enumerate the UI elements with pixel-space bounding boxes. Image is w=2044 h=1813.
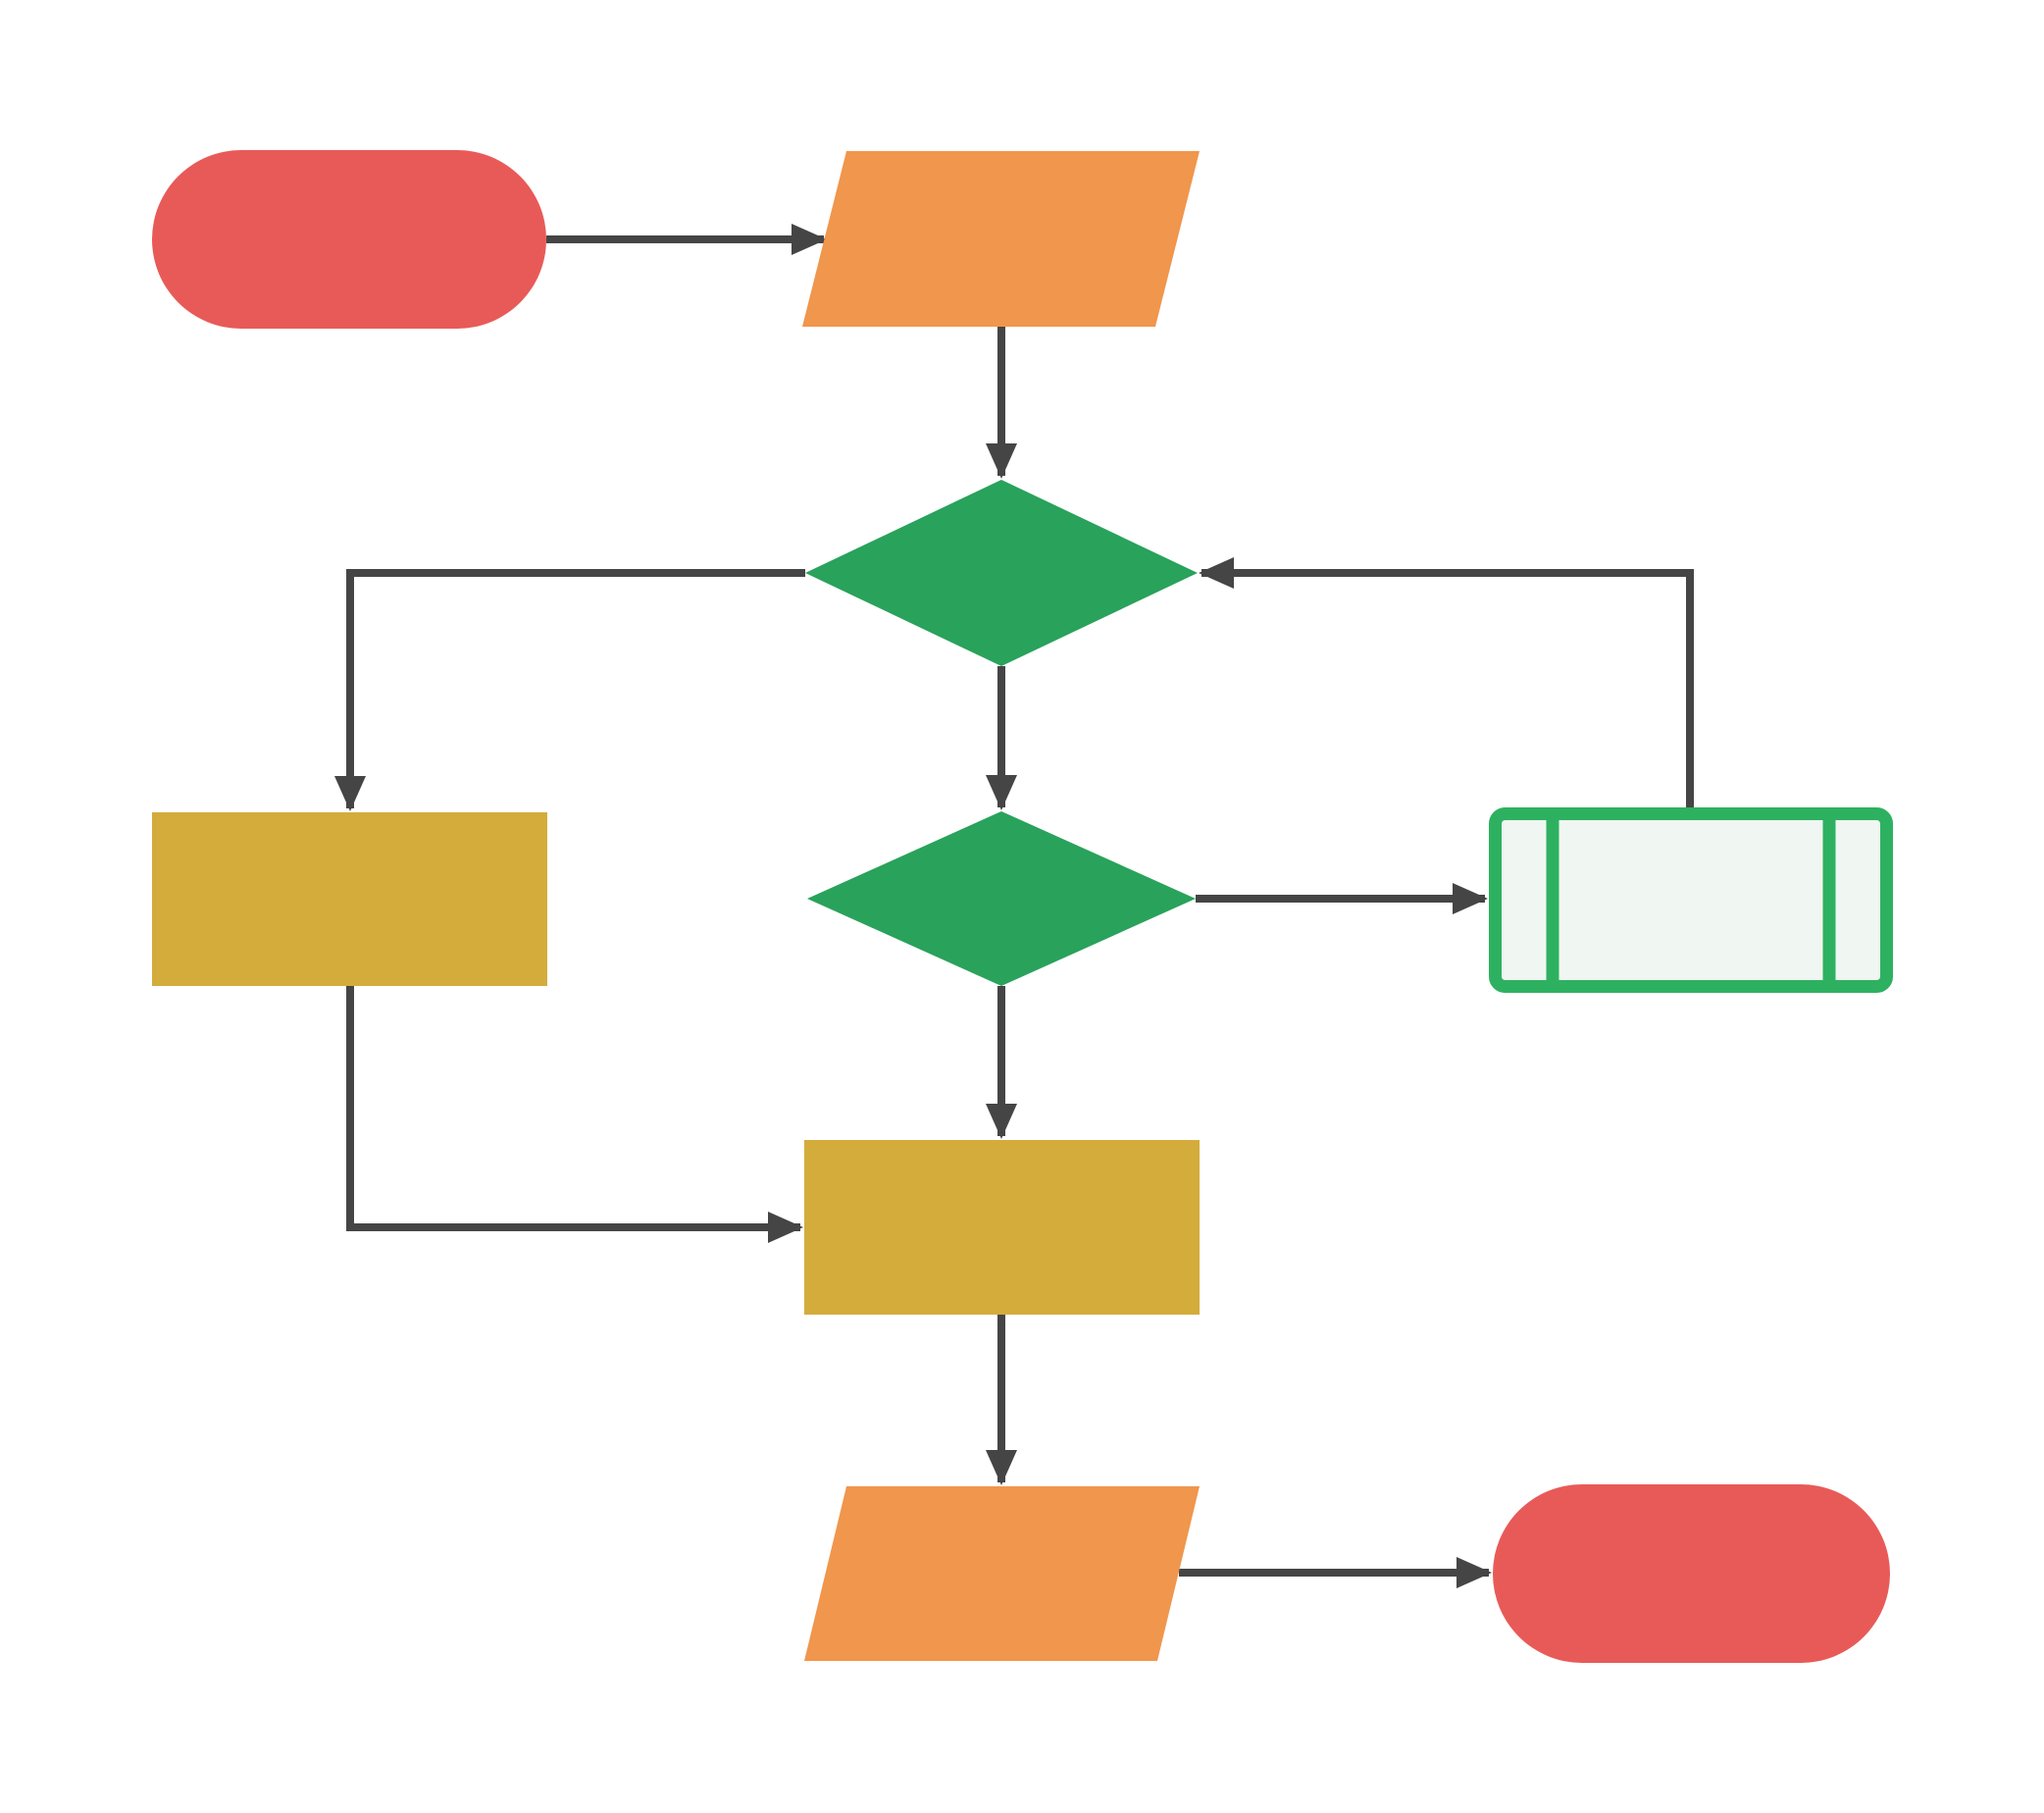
end-terminator [1493,1484,1890,1663]
output-parallelogram [804,1486,1200,1661]
predefined-process-border [1489,807,1893,993]
predefined-process-box [1489,807,1893,993]
connector-decision1-to-left-process [334,569,805,811]
process-center-rect [804,1140,1200,1315]
process-left-rect [152,812,547,986]
input-parallelogram [802,151,1200,327]
connector-predefined-to-decision1 [1199,557,1694,807]
connector-left-process-to-center-process [346,986,803,1243]
decision-2-diamond [807,811,1196,986]
decision-1-diamond [805,480,1198,666]
start-terminator [152,150,546,329]
